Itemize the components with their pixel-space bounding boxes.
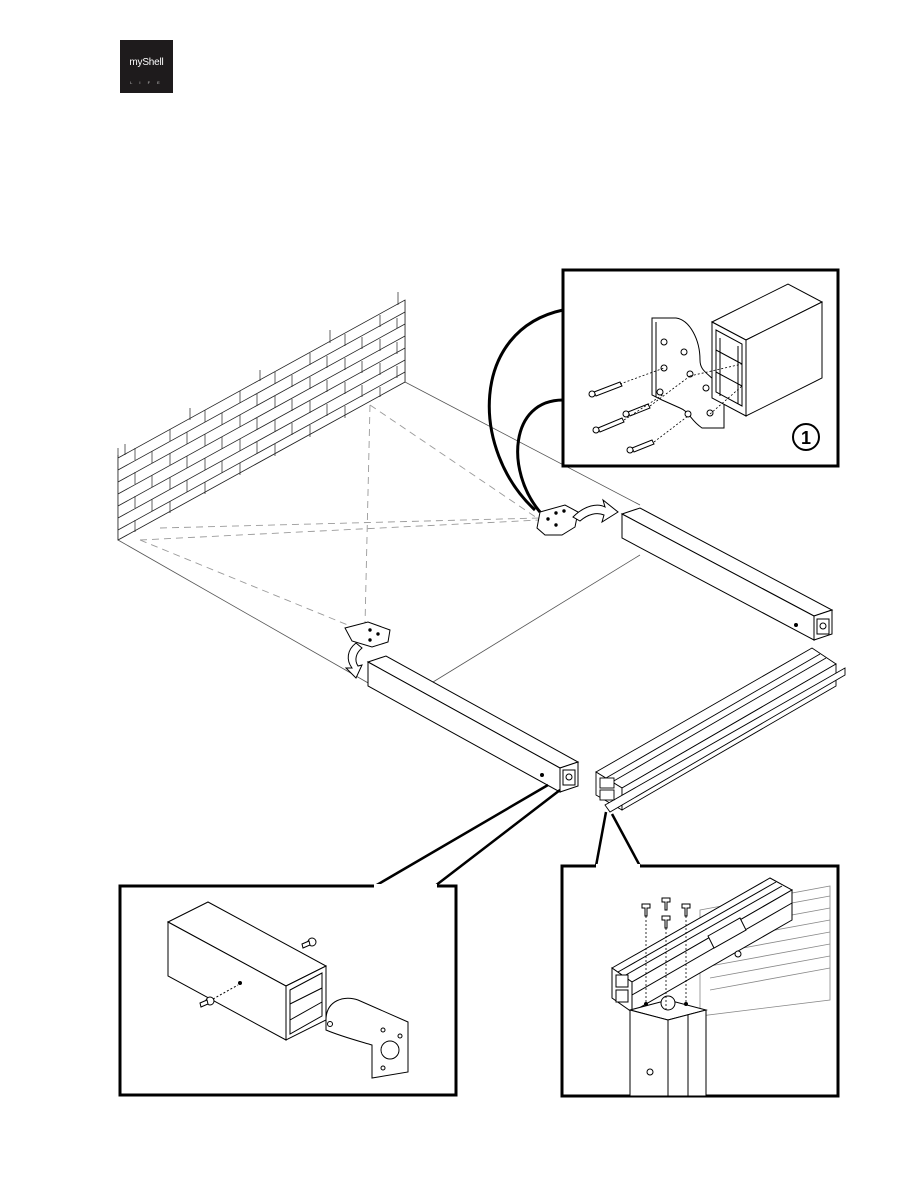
rotate-arrow-rear <box>573 500 618 522</box>
post <box>630 996 706 1096</box>
rotate-arrow-front <box>346 643 362 678</box>
brick-wall <box>118 292 405 540</box>
gutter-track <box>596 648 845 812</box>
detail-callout-bracket: 1 <box>489 270 838 512</box>
detail-callout-beam-end <box>120 785 560 1095</box>
beam-rear <box>622 508 832 640</box>
step-badge-number: 1 <box>801 428 811 448</box>
step-badge: 1 <box>793 424 819 450</box>
detail-callout-gutter <box>562 812 838 1096</box>
corner-bracket-rear <box>537 505 578 535</box>
corner-bracket-front <box>345 622 390 647</box>
beam-front <box>368 656 578 792</box>
